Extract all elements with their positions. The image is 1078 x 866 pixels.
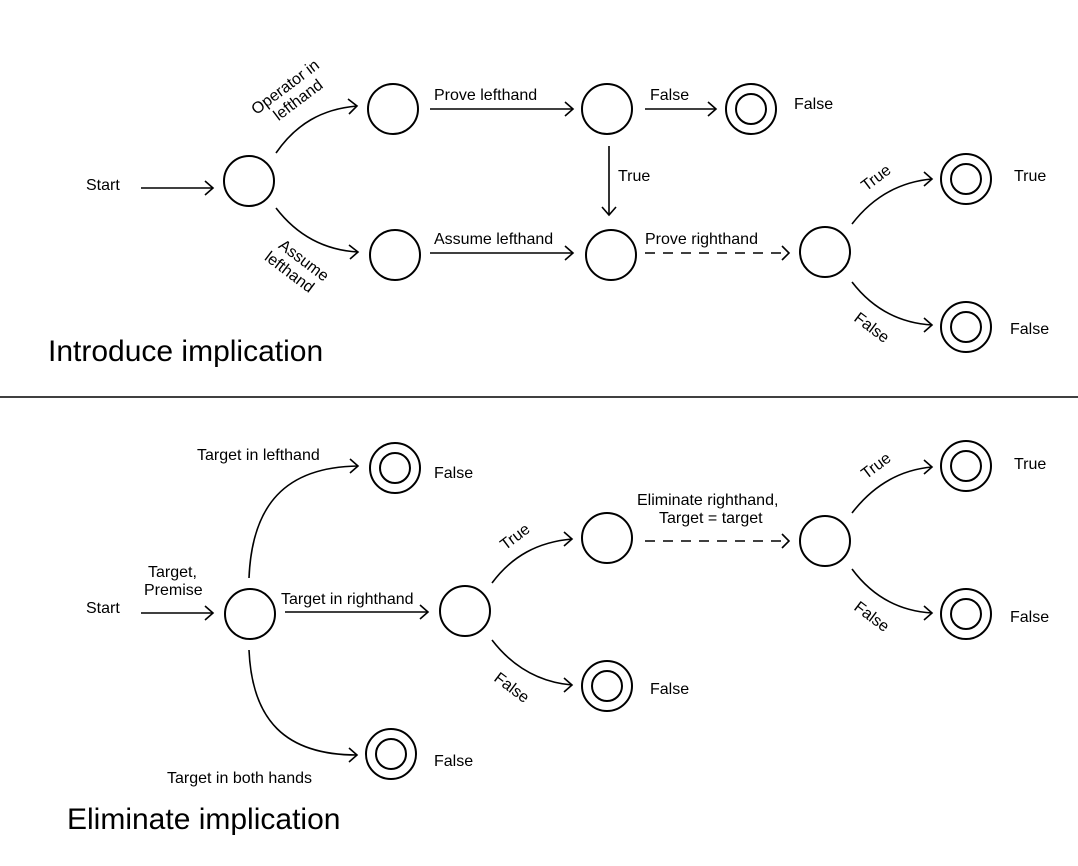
intro-true-branch-edge bbox=[851, 178, 933, 225]
elim-target-premise-line2: Premise bbox=[144, 582, 203, 599]
elim-true-mid-arrowhead bbox=[563, 531, 574, 547]
elim-lefthand-edge bbox=[248, 465, 359, 579]
elim-true-mid-edge bbox=[491, 538, 573, 584]
introduce-section: Start Operator in lefthand Assume leftha… bbox=[48, 57, 1049, 368]
elim-false-mid-arrowhead bbox=[563, 677, 574, 693]
eliminate-section: Start Target, Premise Target in lefthand… bbox=[67, 440, 1049, 836]
elim-true-right-label: True bbox=[858, 450, 894, 483]
intro-operator-edge bbox=[275, 105, 358, 154]
intro-false-arrowhead bbox=[707, 101, 718, 117]
elim-both-edge bbox=[248, 649, 358, 756]
elim-eliminated-node bbox=[799, 515, 851, 567]
elim-false-mid-label: False bbox=[491, 670, 533, 707]
elim-lefthand-outcome: False bbox=[434, 465, 473, 482]
intro-true-outcome: True bbox=[1014, 168, 1046, 185]
intro-true-label: True bbox=[618, 168, 650, 185]
intro-prove-false-final-inner bbox=[735, 93, 767, 125]
elim-section-title: Eliminate implication bbox=[67, 803, 340, 836]
intro-false-outcome: False bbox=[1010, 321, 1049, 338]
intro-section-title: Introduce implication bbox=[48, 335, 323, 368]
intro-prove-righthand-arrowhead bbox=[781, 245, 791, 261]
intro-prove-lefthand-label: Prove lefthand bbox=[434, 87, 537, 104]
elim-false-right-edge bbox=[851, 568, 933, 614]
intro-prove-node bbox=[581, 83, 633, 135]
intro-righthand-node bbox=[799, 226, 851, 278]
elim-false-final-inner bbox=[950, 598, 982, 630]
elim-both-outcome: False bbox=[434, 753, 473, 770]
intro-true-down-arrowhead bbox=[601, 206, 617, 217]
elim-eliminate-righthand-arrowhead bbox=[781, 533, 791, 549]
intro-start-label: Start bbox=[86, 177, 120, 194]
intro-start-arrowhead bbox=[204, 180, 215, 196]
elim-lefthand-final-inner bbox=[379, 452, 411, 484]
intro-operator-arrowhead bbox=[347, 98, 359, 115]
intro-prove-false-outcome: False bbox=[794, 96, 833, 113]
intro-false-final-inner bbox=[950, 311, 982, 343]
elim-eliminate-righthand-line2: Target = target bbox=[659, 510, 763, 527]
intro-false-branch-label: False bbox=[851, 310, 893, 347]
elim-target-in-both-hands-label: Target in both hands bbox=[167, 770, 312, 787]
intro-false-branch-edge bbox=[851, 281, 933, 326]
elim-true-right-edge bbox=[851, 466, 933, 514]
elim-mid-false-outcome: False bbox=[650, 681, 689, 698]
elim-start-node bbox=[224, 588, 276, 640]
elim-true-right-arrowhead bbox=[923, 459, 934, 475]
elim-target-in-righthand-label: Target in righthand bbox=[281, 591, 414, 608]
intro-assume-arrowhead bbox=[348, 244, 360, 260]
elim-true-node bbox=[581, 512, 633, 564]
elim-false-outcome: False bbox=[1010, 609, 1049, 626]
elim-both-final-inner bbox=[375, 738, 407, 770]
intro-assume-edge bbox=[275, 207, 359, 253]
intro-operator-label: Operator in lefthand bbox=[249, 57, 327, 125]
intro-true-branch-arrowhead bbox=[923, 171, 934, 187]
elim-righthand-arrowhead bbox=[419, 604, 430, 620]
intro-prove-righthand-label: Prove righthand bbox=[645, 231, 758, 248]
elim-both-arrowhead bbox=[348, 747, 359, 763]
intro-false-branch-arrowhead bbox=[923, 317, 934, 333]
intro-prove-lefthand-arrowhead bbox=[564, 101, 575, 117]
intro-assumed-node bbox=[585, 229, 637, 281]
intro-true-branch-label: True bbox=[858, 162, 894, 195]
elim-target-in-lefthand-label: Target in lefthand bbox=[197, 447, 320, 464]
intro-assume-lefthand-arrowhead bbox=[564, 245, 575, 261]
elim-false-mid-edge bbox=[491, 639, 573, 686]
elim-true-mid-label: True bbox=[497, 521, 533, 554]
intro-true-final-inner bbox=[950, 163, 982, 195]
intro-false-label: False bbox=[650, 87, 689, 104]
elim-righthand-node bbox=[439, 585, 491, 637]
elim-false-right-label: False bbox=[851, 599, 893, 636]
elim-mid-false-final-inner bbox=[591, 670, 623, 702]
intro-operator-node bbox=[367, 83, 419, 135]
elim-lefthand-arrowhead bbox=[349, 458, 360, 474]
elim-target-premise-line1: Target, bbox=[148, 564, 197, 581]
intro-assume-lefthand-label: Assume lefthand bbox=[434, 231, 553, 248]
elim-start-arrowhead bbox=[204, 605, 215, 621]
intro-start-node bbox=[223, 155, 275, 207]
elim-eliminate-righthand-line1: Eliminate righthand, bbox=[637, 492, 778, 509]
elim-true-outcome: True bbox=[1014, 456, 1046, 473]
intro-assume-node bbox=[369, 229, 421, 281]
elim-false-right-arrowhead bbox=[923, 605, 934, 621]
elim-true-final-inner bbox=[950, 450, 982, 482]
elim-start-label: Start bbox=[86, 600, 120, 617]
